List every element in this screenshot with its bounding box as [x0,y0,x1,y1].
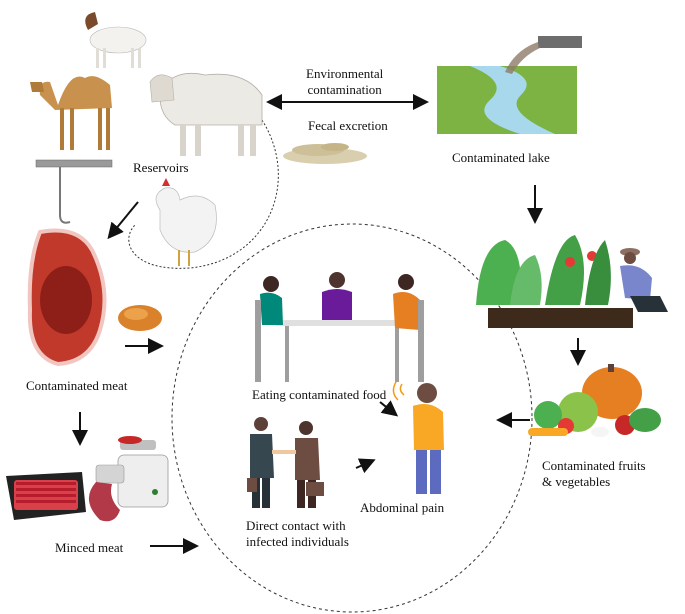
meat-grinder-icon [88,436,169,522]
lake-icon [437,36,582,134]
environmental-label-line1: Environmental [306,66,384,81]
fruits-label-line2: & vegetables [542,474,611,489]
environmental-label-line2: contamination [307,82,382,97]
diners-icon [255,272,424,382]
goat-icon [85,12,147,68]
vegetable-basket-icon [528,364,661,437]
reservoir-dotted-loop [128,119,279,269]
dung-pile-icon [283,143,367,164]
fecal-excretion-label: Fecal excretion [308,118,388,133]
abdominal-pain-label: Abdominal pain [360,500,445,515]
cow-icon [149,72,263,156]
meat-hook-icon [35,159,113,224]
arrow-contact-to-pain [355,458,376,474]
arrow-reservoir-to-meat [107,201,139,240]
reservoirs-label: Reservoirs [133,160,189,175]
raw-meat-icon [27,228,107,367]
direct-contact-line2: infected individuals [246,534,349,549]
arrow-food-to-pain [379,400,399,417]
direct-contact-label: Direct contact with infected individuals [246,518,349,550]
contaminated-lake-label: Contaminated lake [452,150,550,165]
eating-contaminated-food-label: Eating contaminated food [252,387,387,402]
arrows [72,94,586,554]
direct-contact-line1: Direct contact with [246,518,346,533]
camel-icon [30,76,112,150]
vegetable-garden-icon [476,235,633,328]
human-transmission-ellipse [171,223,533,613]
farmer-icon [620,248,668,312]
contaminated-meat-label: Contaminated meat [26,378,128,393]
contaminated-fruits-label: Contaminated fruits & vegetables [542,458,646,490]
sick-person-icon [392,381,444,494]
minced-meat-label: Minced meat [55,540,124,555]
fruits-label-line1: Contaminated fruits [542,458,646,473]
roast-chicken-icon [118,305,162,331]
handshake-icon [247,417,324,508]
chicken-icon [155,178,217,266]
meat-tray-icon [6,472,86,520]
environmental-contamination-label: Environmental contamination [306,66,383,98]
